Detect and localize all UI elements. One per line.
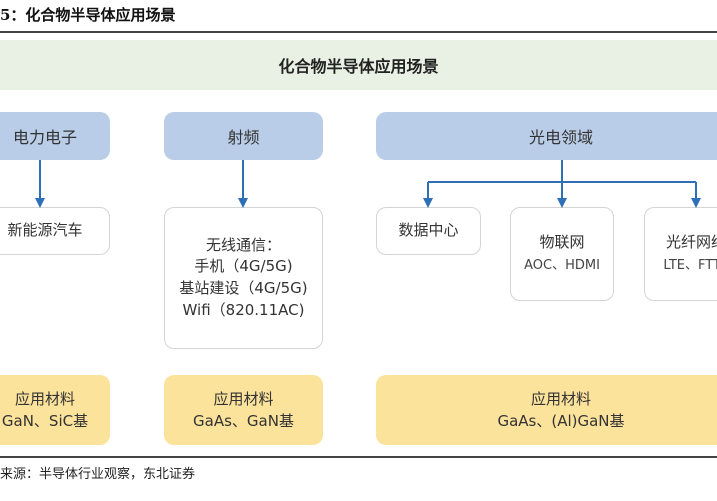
app-title: 无线通信： (205, 235, 281, 254)
top-rule (0, 31, 717, 33)
materials-value: GaN、SiC基 (1, 412, 89, 430)
materials-box-optoelectronics: 应用材料 GaAs、(Al)GaN基 (376, 375, 717, 445)
app-line: 手机（4G/5G) (194, 257, 293, 276)
app-subtitle: AOC、HDMI (524, 258, 600, 274)
materials-label: 应用材料 (530, 389, 591, 408)
category-rf: 射频 (164, 112, 323, 160)
category-label: 射频 (227, 128, 260, 147)
category-label: 电力电子 (12, 128, 77, 147)
materials-box-power-electronics: 应用材料 GaN、SiC基 (0, 375, 110, 445)
materials-box-rf: 应用材料 GaAs、GaN基 (164, 375, 323, 445)
source-note: 来源：半导体行业观察，东北证券 (0, 467, 196, 482)
app-line: 基站建设（4G/5G) (179, 279, 308, 297)
bottom-rule (0, 456, 717, 458)
materials-label: 应用材料 (213, 389, 274, 408)
category-label: 光电领域 (528, 128, 593, 147)
app-subtitle: LTE、FTTx (663, 258, 717, 274)
diagram-title: 化合物半导体应用场景 (278, 57, 439, 76)
materials-value: GaAs、(Al)GaN基 (497, 412, 625, 430)
materials-value: GaAs、GaN基 (193, 412, 294, 430)
app-title: 数据中心 (398, 221, 459, 240)
app-card-data-center: 数据中心 (376, 207, 481, 255)
app-card-fiber-network: 光纤网络 LTE、FTTx (644, 207, 717, 301)
materials-label: 应用材料 (14, 389, 75, 408)
app-card-iot: 物联网 AOC、HDMI (510, 207, 614, 301)
category-optoelectronics: 光电领域 (376, 112, 717, 160)
diagram-title-banner: 化合物半导体应用场景 (0, 40, 717, 90)
figure-caption: 5：化合物半导体应用场景 (0, 6, 176, 24)
app-line: Wifi（820.11AC) (182, 300, 305, 319)
app-title: 物联网 (539, 232, 585, 251)
app-title: 光纤网络 (665, 232, 717, 251)
app-title: 新能源汽车 (7, 221, 83, 240)
app-card-new-energy-vehicle: 新能源汽车 (0, 207, 110, 255)
category-power-electronics: 电力电子 (0, 112, 110, 160)
app-card-wireless-communication: 无线通信： 手机（4G/5G) 基站建设（4G/5G) Wifi（820.11A… (164, 207, 323, 349)
